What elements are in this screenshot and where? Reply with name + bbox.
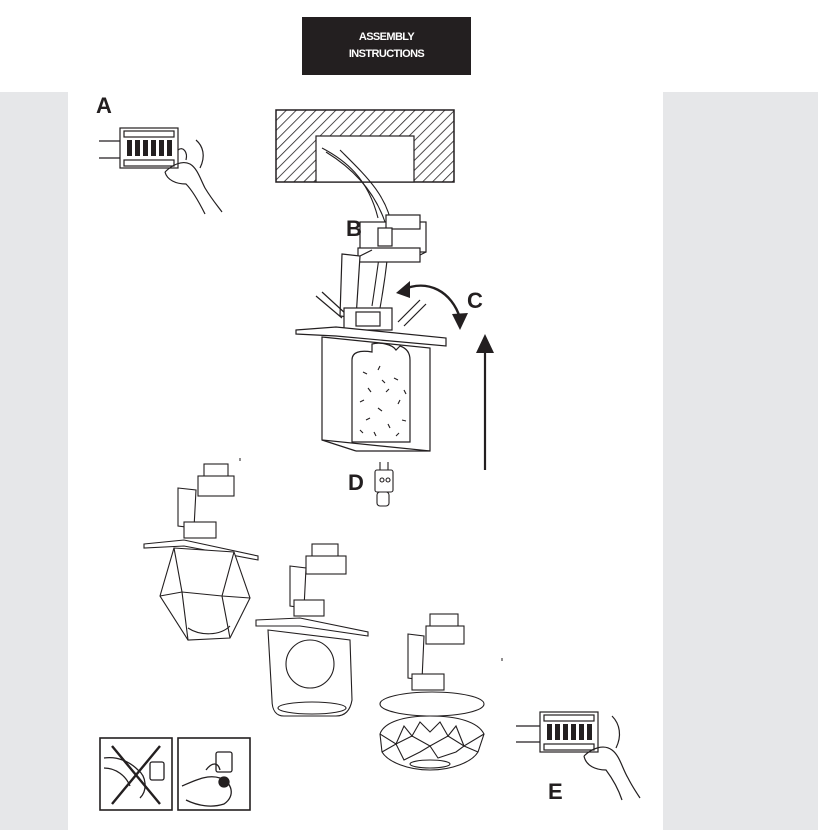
breaker-panel-on-icon bbox=[516, 711, 641, 801]
step-label-a: A bbox=[96, 93, 112, 118]
rotate-arrow-icon bbox=[396, 281, 468, 330]
lamp-variant-dome bbox=[379, 613, 485, 771]
step-label-d: D bbox=[348, 470, 364, 495]
g9-bulb-icon bbox=[374, 462, 394, 507]
step-label-c: C bbox=[467, 288, 483, 313]
up-arrow-icon bbox=[476, 334, 494, 470]
step-label-b: B bbox=[346, 216, 362, 241]
breaker-panel-off-icon bbox=[99, 127, 223, 215]
stray-marks bbox=[239, 458, 503, 661]
main-lampshade bbox=[295, 326, 447, 452]
terminal-block bbox=[357, 214, 427, 263]
lamp-variant-square bbox=[255, 543, 369, 717]
title-badge: ASSEMBLY INSTRUCTIONS bbox=[302, 17, 471, 75]
mounting-bracket bbox=[315, 249, 427, 331]
lamp-variant-faceted bbox=[143, 463, 259, 641]
no-bare-hand-icon bbox=[99, 737, 173, 811]
step-label-e: E bbox=[548, 779, 563, 804]
ceiling-hatch-icon bbox=[275, 109, 455, 183]
title-line-1: ASSEMBLY bbox=[358, 31, 415, 43]
instruction-page bbox=[68, 92, 663, 830]
title-line-2: INSTRUCTIONS bbox=[348, 48, 425, 60]
header-bar: ASSEMBLY INSTRUCTIONS bbox=[0, 0, 818, 92]
right-margin bbox=[663, 92, 818, 830]
gloved-hand-icon bbox=[177, 737, 251, 811]
left-margin bbox=[0, 92, 68, 830]
